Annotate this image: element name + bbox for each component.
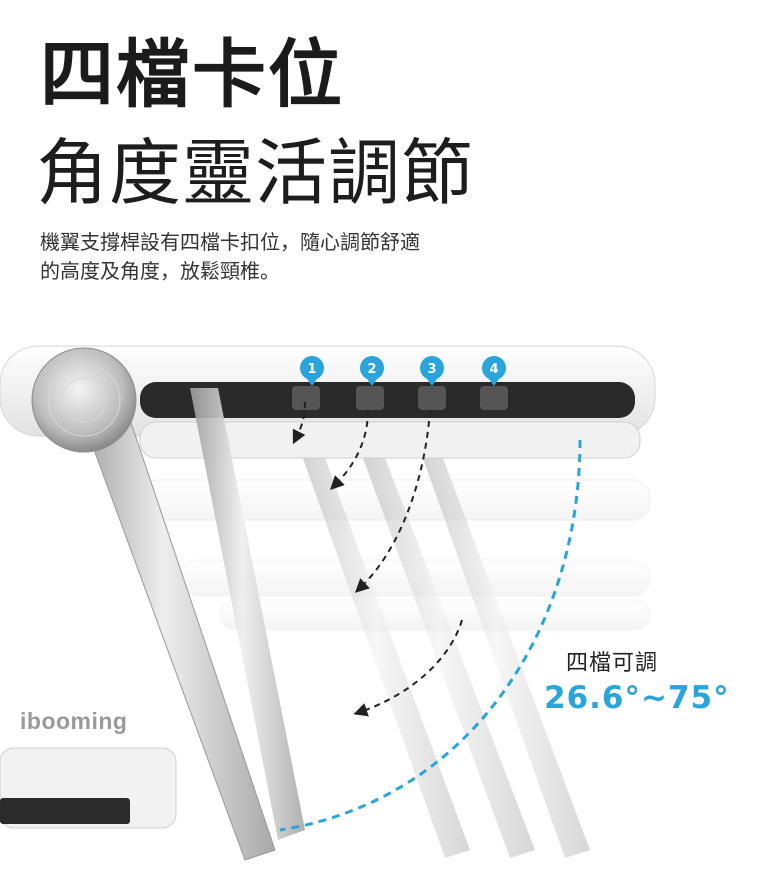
base-plate	[0, 747, 177, 829]
position-markers: 1 2 3 4	[300, 356, 506, 386]
description-line-1: 機翼支撐桿設有四檔卡扣位，隨心調節舒適	[40, 230, 420, 254]
angle-range: 26.6°~75°	[544, 680, 730, 716]
stand-diagram: 1 2 3 4	[0, 345, 656, 861]
position-label-2: 2	[367, 362, 376, 377]
position-label-3: 3	[427, 362, 436, 377]
headline: 四檔卡位	[40, 32, 344, 118]
ghost-legs	[300, 450, 590, 858]
description: 機翼支撐桿設有四檔卡扣位，隨心調節舒適 的高度及角度，放鬆頸椎。	[40, 228, 510, 286]
position-label-1: 1	[307, 362, 316, 377]
position-marker-4: 4	[482, 356, 506, 386]
position-marker-3: 3	[420, 356, 444, 386]
product-illustration: 1 2 3 4	[0, 330, 780, 884]
subheadline: 角度靈活調節	[36, 131, 475, 215]
hinge-knob	[31, 347, 137, 453]
position-label-4: 4	[489, 362, 498, 377]
brand-logo: ibooming	[20, 708, 128, 734]
position-marker-1: 1	[300, 356, 324, 386]
description-line-2: 的高度及角度，放鬆頸椎。	[40, 259, 280, 283]
angle-caption: 四檔可調	[566, 651, 659, 676]
motion-arrows	[292, 401, 463, 717]
angle-arc	[279, 439, 582, 832]
position-marker-2: 2	[360, 356, 384, 386]
